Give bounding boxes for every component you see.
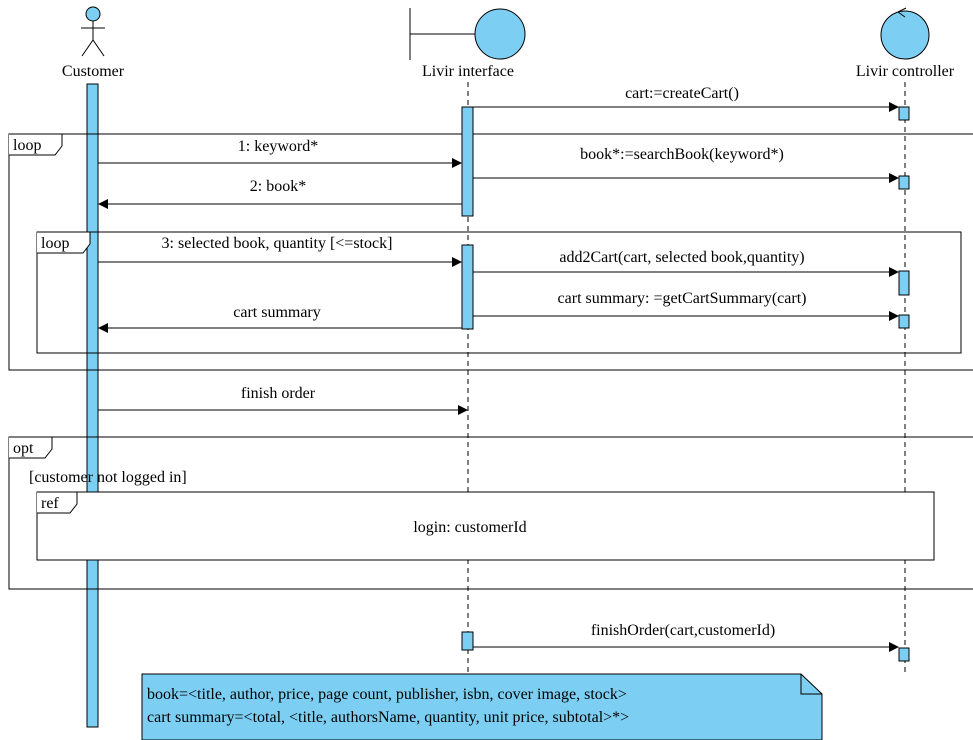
fragment-operator-inner: loop [41,235,69,252]
opt-fragment [8,436,973,590]
fragment-tab-outer [9,133,63,156]
message-create-cart: cart:=createCart() [625,85,739,102]
message-search-book: book*:=searchBook(keyword*) [580,146,784,163]
fragment-operator-opt: opt [13,440,34,457]
message-finish-order: finish order [241,385,316,402]
activation-controller-1 [898,106,910,121]
fragment-tab-opt [9,436,53,459]
note-fold-corner [800,674,822,695]
note [141,673,823,740]
activation-interface-3 [461,631,474,651]
activation-controller-5 [898,647,910,662]
loop-fragment-inner [36,231,962,354]
activation-controller-3 [898,270,910,296]
activation-interface-1 [461,106,474,217]
activation-controller-2 [898,175,910,190]
fragment-operator-ref: ref [41,495,59,512]
fragment-tab-ref [37,491,78,514]
message-finish-order-call: finishOrder(cart,customerId) [591,622,775,639]
fragment-tab-inner [37,231,91,254]
loop-fragment-outer [8,133,973,371]
lifeline-label-customer: Customer [62,63,125,80]
activation-controller-4 [898,314,910,329]
activation-customer [86,83,99,728]
opt-guard: [customer not logged in] [29,469,187,486]
boundary-icon [409,8,526,60]
ref-text: login: customerId [413,519,526,536]
note-line-1: book=<title, author, price, page count, … [147,686,627,703]
message-cart-summary-reply: cart summary [233,304,321,321]
ref-fragment [36,491,935,561]
message-add2cart: add2Cart(cart, selected book,quantity) [559,249,804,266]
message-book-reply: 2: book* [250,178,306,195]
lifeline-label-controller: Livir controller [856,63,955,80]
note-line-2: cart summary=<total, <title, authorsName… [147,709,629,726]
lifeline-label-interface: Livir interface [422,63,514,80]
activation-interface-2 [461,244,474,330]
message-get-cart-summary: cart summary: =getCartSummary(cart) [558,290,807,307]
control-icon [880,7,930,60]
fragment-operator-outer: loop [13,137,41,154]
actor-icon [81,6,105,57]
message-keyword: 1: keyword* [238,138,318,155]
message-selected-book: 3: selected book, quantity [<=stock] [162,235,393,252]
